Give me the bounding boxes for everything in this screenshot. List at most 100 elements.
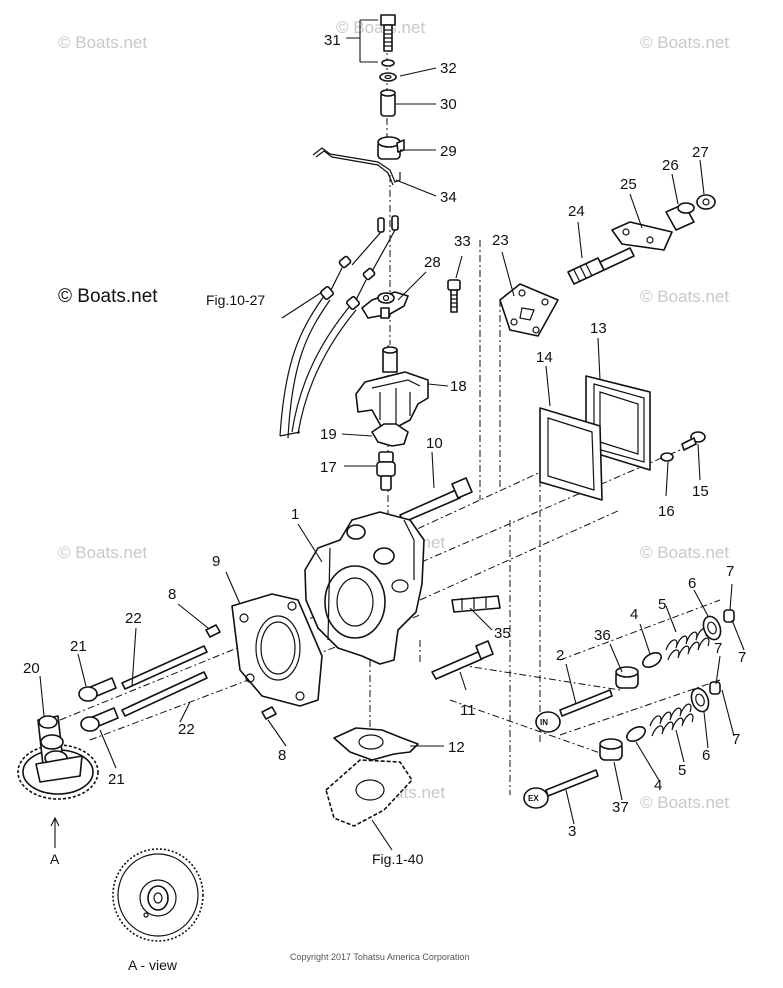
push-rod-part [121,645,208,690]
valve-spring-part [665,627,710,661]
callout-18: 18 [450,378,467,395]
view-arrow [50,816,60,848]
nut-part [696,194,716,210]
base-gasket-part [325,759,413,827]
callout-24: 24 [568,203,585,220]
callout-4-lower: 4 [654,777,662,794]
long-bolt-part [431,640,494,680]
exhaust-mark: EX [528,794,539,803]
callout-29: 29 [440,143,457,160]
watermark: © Boats.net [640,793,729,812]
callout-26: 26 [662,157,679,174]
head-gasket-part [231,593,323,707]
callout-12: 12 [448,739,465,756]
callout-34: 34 [440,189,457,206]
callout-10: 10 [426,435,443,452]
callout-25: 25 [620,176,637,193]
callout-27: 27 [692,144,709,161]
cover-gasket-part [539,407,603,501]
bolt-part [380,14,396,52]
callout-15: 15 [692,483,709,500]
callout-32: 32 [440,60,457,77]
push-rod-part [121,671,208,717]
callout-7d: 7 [732,731,740,748]
callout-17: 17 [320,459,337,476]
valve-stem-seal-part [615,666,639,689]
long-bolt-part [399,477,473,523]
callout-numbers: 31 32 30 29 34 28 33 23 24 25 26 27 18 1… [23,32,746,840]
callout-16: 16 [658,503,675,520]
callout-4: 4 [630,606,638,623]
intake-valve-part: IN [535,689,613,733]
throttle-cables [279,215,399,439]
lever-part [377,136,405,160]
spring-seat-part [642,651,662,669]
callout-8-lower: 8 [278,747,286,764]
callout-22-lower: 22 [178,721,195,738]
spring-retainer-part [702,615,722,641]
valve-cotter-part [723,609,735,623]
plate-gasket-part [499,283,559,337]
valve-cotter-part [709,681,721,695]
cover-bolt-part [681,431,706,451]
stud-part [567,247,635,285]
callout-31: 31 [324,32,341,49]
tappet-part [78,677,117,702]
callout-7c: 7 [714,640,722,657]
figure-ref-cables: Fig.10-27 [206,292,265,308]
watermark: © Boats.net [640,33,729,52]
figure-ref-gasket: Fig.1-40 [372,851,424,867]
callout-37: 37 [612,799,629,816]
callout-21: 21 [70,638,87,655]
callout-14: 14 [536,349,553,366]
callout-3: 3 [568,823,576,840]
watermark: © Boats.net [336,18,425,37]
callout-33: 33 [454,233,471,250]
callout-36: 36 [594,627,611,644]
callout-23: 23 [492,232,509,249]
callout-22: 22 [125,610,142,627]
view-arrow-label: A [50,851,60,867]
collar-part [380,89,396,117]
link-rod-part [312,147,401,186]
watermark: © Boats.net [58,543,147,562]
callout-9: 9 [212,553,220,570]
callout-28: 28 [424,254,441,271]
a-view-inset [112,848,204,942]
sender-part [376,451,396,491]
watermark: © Boats.net [58,286,158,307]
callout-20: 20 [23,660,40,677]
valve-spring-part [649,703,694,737]
copyright-text: Copyright 2017 Tohatsu America Corporati… [290,952,469,962]
spring-retainer-part [690,687,710,713]
callout-13: 13 [590,320,607,337]
watermark: © Boats.net [640,287,729,306]
spark-plug-part [451,595,501,613]
governor-housing-part [355,346,429,429]
tappet-part [80,707,119,732]
dowel-pin-part [261,706,277,720]
camshaft-part [17,715,99,800]
callout-5: 5 [658,596,666,613]
exhaust-valve-part: EX [523,769,599,809]
watermark: © Boats.net [640,543,729,562]
screw-part [447,279,461,313]
intake-mark: IN [540,718,548,727]
washer-part [379,59,397,82]
callout-7: 7 [726,563,734,580]
valve-stem-seal-part [599,738,623,761]
callout-1: 1 [291,506,299,523]
callout-2: 2 [556,647,564,664]
callout-8: 8 [168,586,176,603]
view-label: A - view [128,957,178,973]
callout-6: 6 [688,575,696,592]
callout-21-lower: 21 [108,771,125,788]
cover-washer-part [660,452,674,462]
leader-lines [39,19,745,851]
cap-part [665,202,695,231]
gasket-part [371,423,409,447]
callout-19: 19 [320,426,337,443]
callout-5-lower: 5 [678,762,686,779]
dowel-pin-part [205,624,221,638]
